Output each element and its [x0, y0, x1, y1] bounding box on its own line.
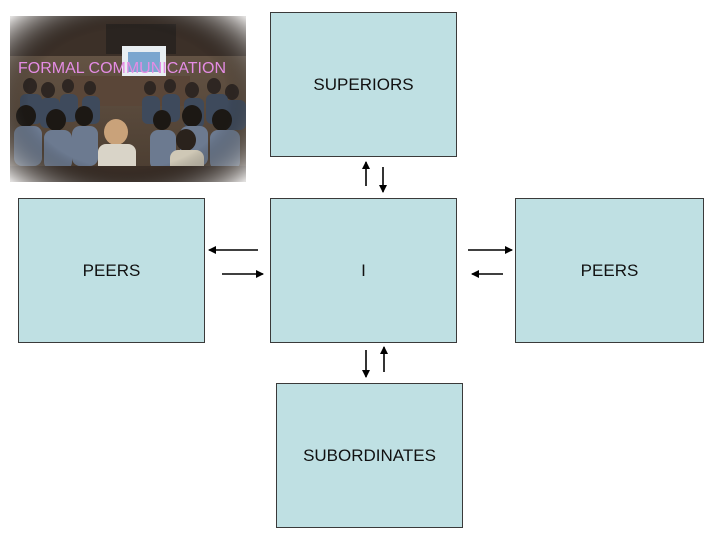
subordinates-label: SUBORDINATES — [303, 445, 436, 465]
peers-left-box: PEERS — [18, 198, 205, 343]
diagram-title: FORMAL COMMUNICATION — [18, 60, 226, 77]
conference-audience-image — [10, 16, 246, 182]
superiors-box: SUPERIORS — [270, 12, 457, 157]
self-box: I — [270, 198, 457, 343]
peers-left-label: PEERS — [82, 260, 141, 280]
conference-photo: FORMAL COMMUNICATION — [10, 16, 246, 182]
subordinates-box: SUBORDINATES — [276, 383, 463, 528]
peers-right-label: PEERS — [580, 260, 639, 280]
self-label: I — [361, 260, 366, 280]
peers-right-box: PEERS — [515, 198, 704, 343]
superiors-label: SUPERIORS — [313, 75, 414, 94]
